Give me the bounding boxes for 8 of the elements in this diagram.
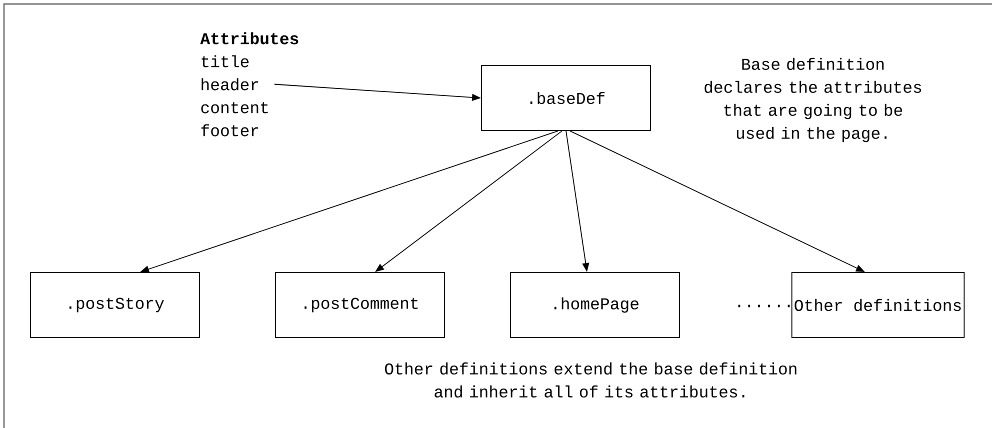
note-text: Other definitions extend the base definition and inherit all of its attributes. [385, 362, 796, 398]
definition-box: .postStory [30, 272, 200, 338]
note-text: Base definition declares the attributes that are going to be used in the page. [704, 58, 922, 142]
definition-box: .homePage [510, 272, 680, 338]
definition-box: .baseDef [481, 65, 651, 131]
definition-box: .postComment [275, 272, 445, 338]
attribute-list: Attributes title header content footer [200, 32, 298, 136]
definition-box: Other definitions [791, 272, 965, 338]
